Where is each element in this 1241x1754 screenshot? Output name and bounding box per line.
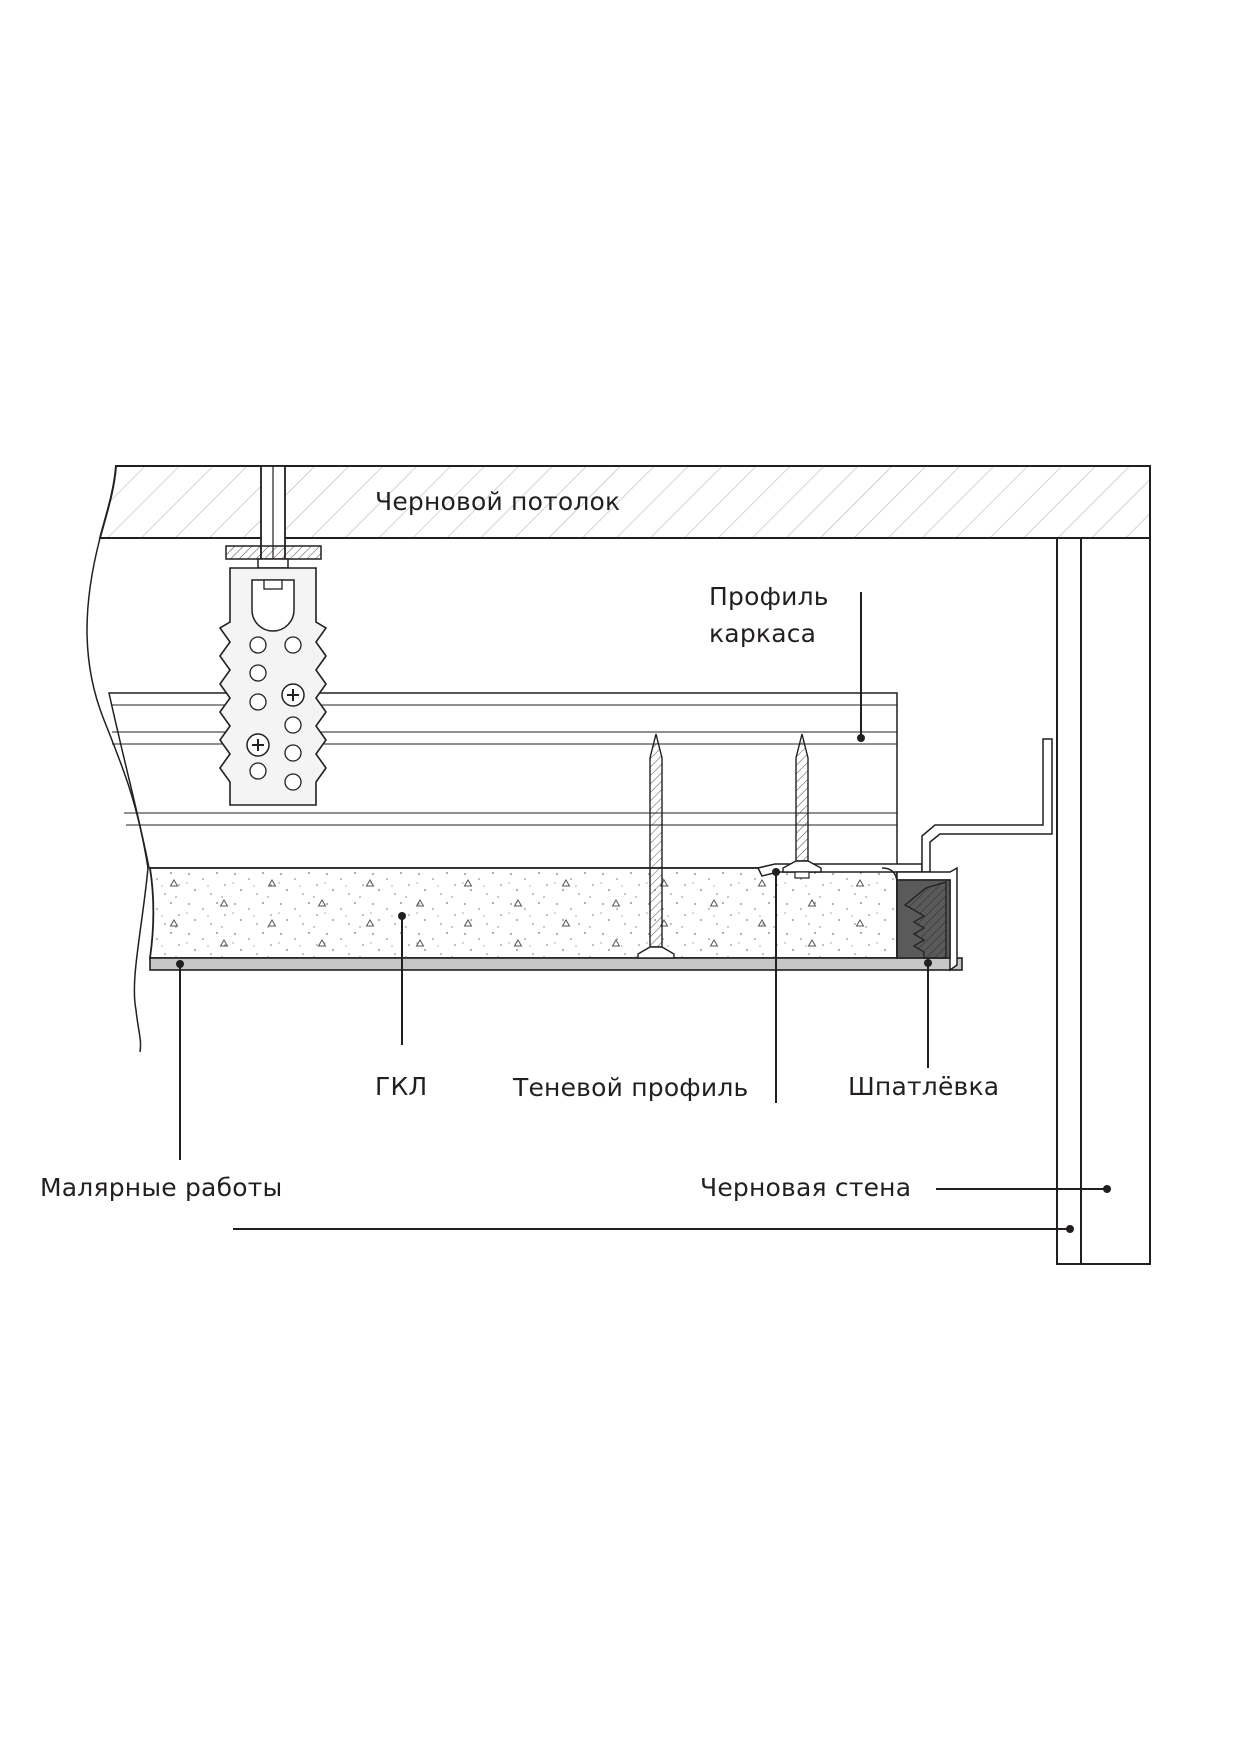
leader-frame-profile [857,592,865,742]
label-rough-ceiling: Черновой потолок [375,487,621,516]
rough-wall [1056,537,1151,1265]
label-frame-profile-line1: Профиль [709,582,829,611]
rough-ceiling-slab [98,465,1151,539]
leader-painting-wall [233,1225,1074,1233]
paint-layer [149,957,963,971]
label-painting: Малярные работы [40,1173,283,1202]
anchor-bolt [225,465,322,569]
nail [782,733,822,879]
label-rough-wall: Черновая стена [700,1173,912,1202]
leader-painting [176,960,184,1160]
label-gkl: ГКЛ [375,1072,428,1101]
leader-wall [936,1185,1111,1193]
direct-hanger [218,567,328,806]
leader-gkl [398,912,406,1045]
leader-shadow-profile [772,868,780,1103]
nail [637,733,675,959]
screw-head [246,733,270,757]
label-shadow-profile: Теневой профиль [513,1073,749,1102]
screw-head [281,683,305,707]
label-frame-profile-line2: каркаса [709,619,817,648]
leader-putty [924,959,932,1068]
plasterboard [148,867,898,959]
label-putty: Шпатлёвка [848,1072,1000,1101]
